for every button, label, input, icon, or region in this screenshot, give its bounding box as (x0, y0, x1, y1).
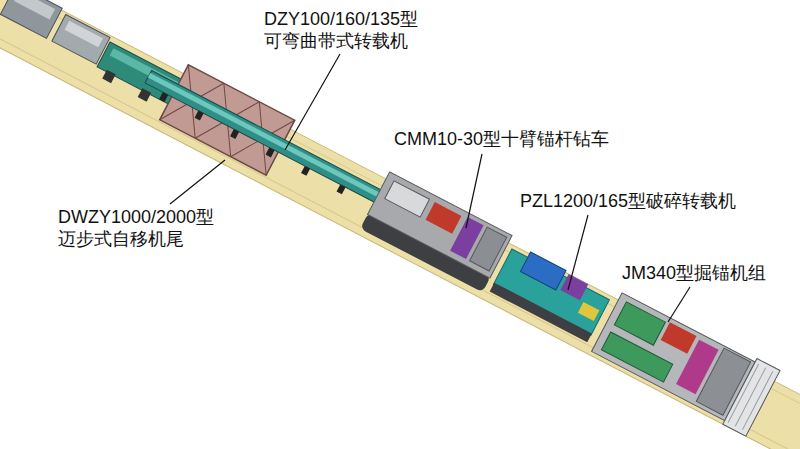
part-label: PZL1200/165型破碎转载机 (518, 190, 738, 212)
leader-line (568, 215, 588, 290)
flexible-belt-conveyor (145, 70, 404, 214)
idler (195, 111, 204, 121)
mine-car-top (65, 21, 103, 47)
idler (337, 184, 346, 194)
mine-car (52, 14, 110, 64)
roller (102, 70, 115, 83)
crawler-track (490, 283, 592, 343)
crusher-part (578, 302, 600, 321)
drum-pick-row (728, 364, 758, 423)
bolter-drill-unit (426, 202, 462, 234)
miner-body (592, 293, 756, 421)
miner-part (601, 332, 672, 382)
cutting-drum (723, 359, 780, 437)
leader-line (170, 160, 225, 204)
idler (266, 148, 275, 158)
belt-surface (148, 73, 403, 209)
part-label: DZY100/160/135型 可弯曲带式转载机 (262, 8, 420, 52)
bolter-body (367, 172, 512, 278)
crusher-part (560, 274, 588, 300)
idler (230, 129, 239, 139)
miner-part (661, 322, 697, 354)
mine-car-top (14, 0, 55, 20)
drum-pick-row (742, 371, 772, 430)
drum-pick-row (735, 368, 765, 427)
part-label: DWZY1000/2000型 迈步式自移机尾 (56, 206, 216, 250)
bolter-canopy (385, 181, 430, 217)
leader-line (466, 154, 482, 228)
floor-line (0, 6, 800, 449)
part-label: JM340型掘锚机组 (620, 262, 768, 284)
part-label: CMM10-30型十臂锚杆钻车 (392, 128, 611, 150)
mine-car (0, 0, 62, 38)
bolter-boom (470, 227, 507, 271)
leader-line (668, 287, 690, 322)
crusher-head (520, 252, 566, 290)
idler (301, 166, 310, 176)
leader-line (285, 54, 340, 150)
idler (159, 92, 168, 102)
roller (138, 88, 151, 101)
